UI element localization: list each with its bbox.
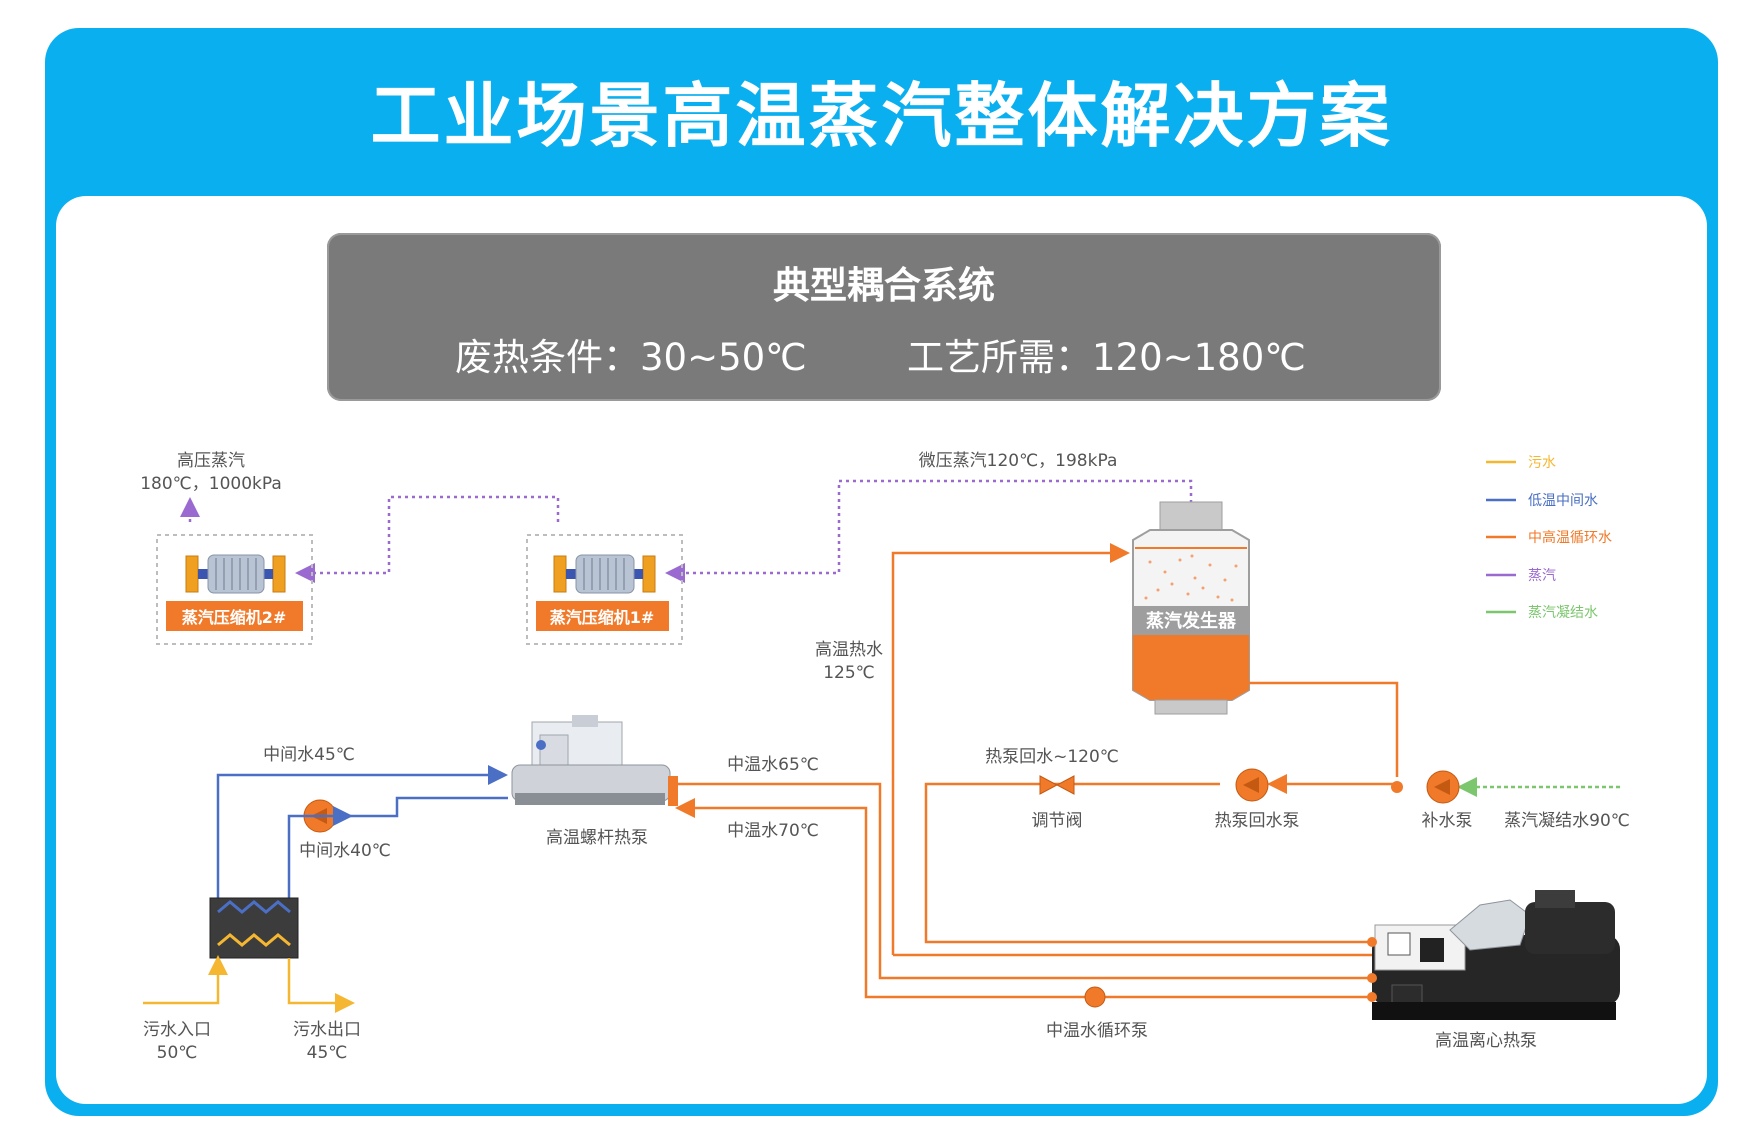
steam-compressor-2: 蒸汽压缩机2#: [156, 534, 313, 645]
screw-heat-pump: [511, 715, 678, 806]
regulating-valve-icon: [1039, 775, 1075, 795]
coupling-system-title: 典型耦合系统: [773, 264, 995, 307]
junction-node: [1391, 781, 1403, 793]
makeup-pump-label: 补水泵: [1422, 811, 1473, 831]
mid-temp-circulation-pump: [1084, 986, 1106, 1008]
hot-water-lines: [673, 543, 1399, 999]
steam-compressor-1: 蒸汽压缩机1#: [526, 534, 683, 645]
plate-heat-exchanger: [209, 897, 299, 959]
condensate-label: 蒸汽凝结水90℃: [1504, 811, 1630, 831]
mid-water-40-label: 中间水40℃: [299, 841, 391, 861]
centrifugal-heat-pump: [1367, 890, 1620, 1020]
hot-water-label-2: 125℃: [823, 663, 875, 683]
sewage-out-label-1: 污水出口: [293, 1020, 361, 1040]
waste-heat-condition: 废热条件：30~50℃: [455, 336, 807, 379]
low-temp-water-lines: [216, 765, 508, 898]
circ-pump-label: 中温水循环泵: [1046, 1021, 1148, 1041]
steam-generator-label: 蒸汽发生器: [1146, 610, 1237, 632]
coupling-system-box: 典型耦合系统 废热条件：30~50℃ 工艺所需：120~180℃: [327, 233, 1441, 401]
legend-label-2: 中高温循环水: [1528, 529, 1612, 546]
heat-pump-return-pump: [1235, 768, 1269, 802]
hot-water-label-1: 高温热水: [815, 640, 883, 660]
sewage-out-label-2: 45℃: [307, 1043, 348, 1063]
legend-label-1: 低温中间水: [1528, 493, 1598, 509]
mid-temp-65-label: 中温水65℃: [727, 755, 819, 775]
page-title: 工业场景高温蒸汽整体解决方案: [370, 75, 1393, 157]
sewage-in-label-1: 污水入口: [143, 1020, 211, 1040]
return-pump-label: 热泵回水泵: [1215, 811, 1300, 831]
mid-water-45-label: 中间水45℃: [263, 745, 355, 765]
sewage-in-label-2: 50℃: [157, 1043, 198, 1063]
lp-steam-label: 微压蒸汽120℃，198kPa: [919, 451, 1118, 471]
screw-heat-pump-label: 高温螺杆热泵: [546, 828, 648, 848]
hp-return-label: 热泵回水~120℃: [985, 747, 1119, 767]
compressor-2-label: 蒸汽压缩机2#: [182, 608, 287, 627]
legend-label-0: 污水: [1528, 455, 1556, 471]
steam-generator: 蒸汽发生器: [1132, 501, 1250, 715]
steam-lines: [180, 479, 1193, 583]
legend-label-4: 蒸汽凝结水: [1528, 605, 1598, 621]
sewage-lines: [143, 955, 355, 1013]
mid-temp-70-label: 中温水70℃: [727, 821, 819, 841]
hp-steam-label-2: 180℃，1000kPa: [140, 474, 282, 494]
process-requirement: 工艺所需：120~180℃: [907, 336, 1306, 379]
centrifugal-heat-pump-label: 高温离心热泵: [1435, 1031, 1537, 1051]
valve-label: 调节阀: [1032, 811, 1083, 831]
makeup-pump: [1426, 770, 1460, 804]
hp-steam-label-1: 高压蒸汽: [177, 451, 245, 471]
legend-label-3: 蒸汽: [1528, 568, 1556, 584]
compressor-1-label: 蒸汽压缩机1#: [550, 608, 655, 627]
legend: 污水 低温中间水 中高温循环水 蒸汽 蒸汽凝结水: [1486, 455, 1612, 621]
